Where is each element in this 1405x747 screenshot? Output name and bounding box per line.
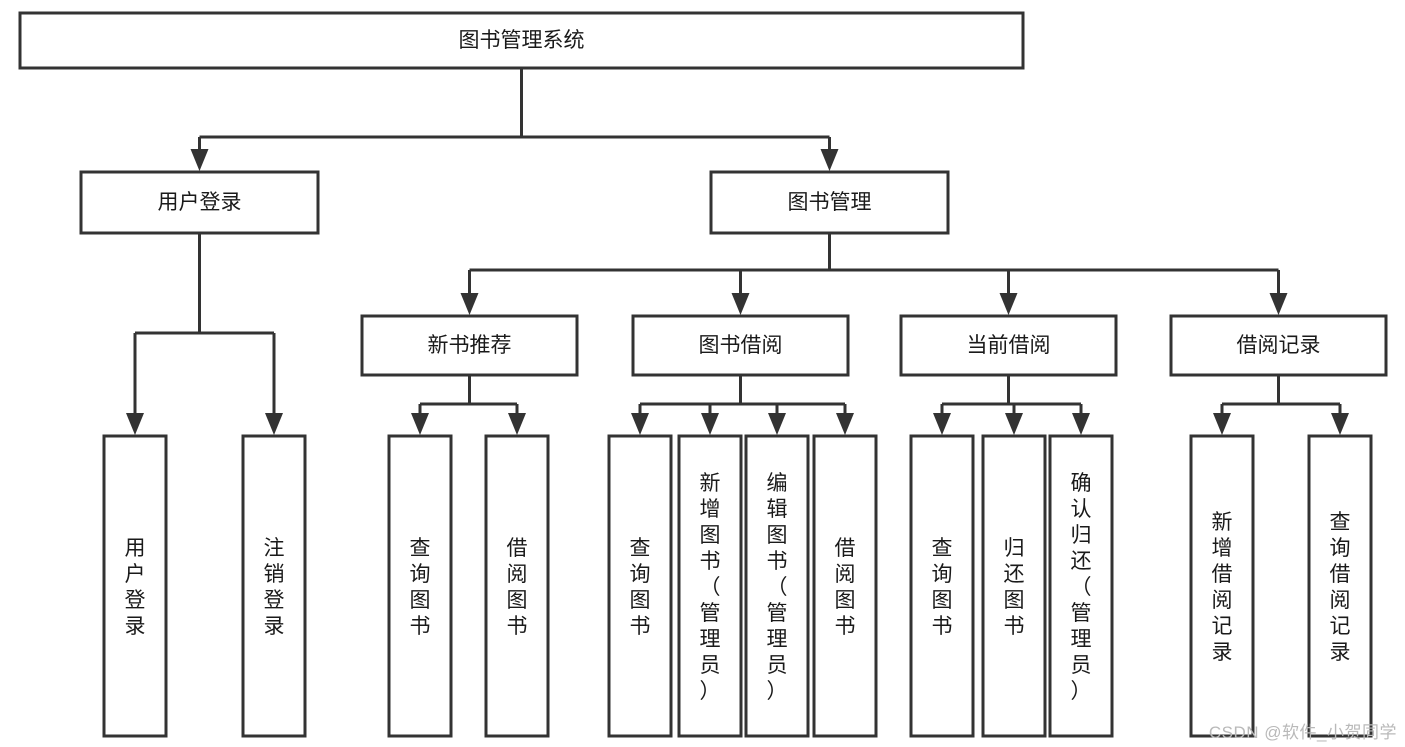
node-leaf-query-book-3[interactable]: 查询图书: [909, 434, 975, 738]
node-label: 图书借阅: [699, 334, 783, 357]
node-borrow-record[interactable]: 借阅记录: [1169, 314, 1388, 377]
node-label: 确认归还（管理员）: [1071, 472, 1092, 703]
node-leaf-return-book[interactable]: 归还图书: [981, 434, 1047, 738]
node-leaf-add-record[interactable]: 新增借阅记录: [1189, 434, 1255, 738]
node-layer: 图书管理系统用户登录图书管理新书推荐图书借阅当前借阅借阅记录用户登录注销登录查询…: [18, 11, 1388, 738]
node-book-borrow[interactable]: 图书借阅: [631, 314, 850, 377]
node-leaf-user-logout[interactable]: 注销登录: [241, 434, 307, 738]
node-label: 新增借阅记录: [1212, 511, 1233, 664]
node-label: 归还图书: [1004, 537, 1025, 638]
csdn-watermark: CSDN @软件_小贺同学: [1208, 723, 1397, 742]
node-label: 图书管理: [788, 191, 872, 214]
node-label: 借阅图书: [835, 537, 856, 638]
node-root[interactable]: 图书管理系统: [18, 11, 1025, 70]
node-label: 查询图书: [932, 537, 953, 638]
node-book-manage[interactable]: 图书管理: [709, 170, 950, 235]
node-user-login[interactable]: 用户登录: [79, 170, 320, 235]
node-label: 查询借阅记录: [1330, 511, 1351, 664]
node-leaf-edit-book[interactable]: 编辑图书（管理员）: [744, 434, 810, 738]
node-leaf-query-book-1[interactable]: 查询图书: [387, 434, 453, 738]
node-label: 查询图书: [410, 537, 431, 638]
node-leaf-add-book[interactable]: 新增图书（管理员）: [677, 434, 743, 738]
node-leaf-user-login[interactable]: 用户登录: [102, 434, 168, 738]
node-leaf-query-record[interactable]: 查询借阅记录: [1307, 434, 1373, 738]
node-leaf-confirm-return[interactable]: 确认归还（管理员）: [1048, 434, 1114, 738]
node-current-borrow[interactable]: 当前借阅: [899, 314, 1118, 377]
node-label: 新书推荐: [428, 334, 512, 357]
node-leaf-borrow-book-2[interactable]: 借阅图书: [812, 434, 878, 738]
node-leaf-query-book-2[interactable]: 查询图书: [607, 434, 673, 738]
node-leaf-borrow-book-1[interactable]: 借阅图书: [484, 434, 550, 738]
node-label: 借阅图书: [507, 537, 528, 638]
node-label: 借阅记录: [1237, 334, 1321, 357]
node-label: 编辑图书（管理员）: [767, 472, 788, 703]
node-new-book-rec[interactable]: 新书推荐: [360, 314, 579, 377]
node-label: 当前借阅: [967, 334, 1051, 357]
node-label: 用户登录: [158, 191, 242, 214]
node-label: 注销登录: [264, 537, 285, 638]
node-label: 新增图书（管理员）: [700, 472, 721, 703]
node-label: 查询图书: [630, 537, 651, 638]
node-label: 图书管理系统: [459, 29, 585, 52]
connector-layer: [126, 68, 1349, 435]
node-label: 用户登录: [125, 537, 146, 638]
